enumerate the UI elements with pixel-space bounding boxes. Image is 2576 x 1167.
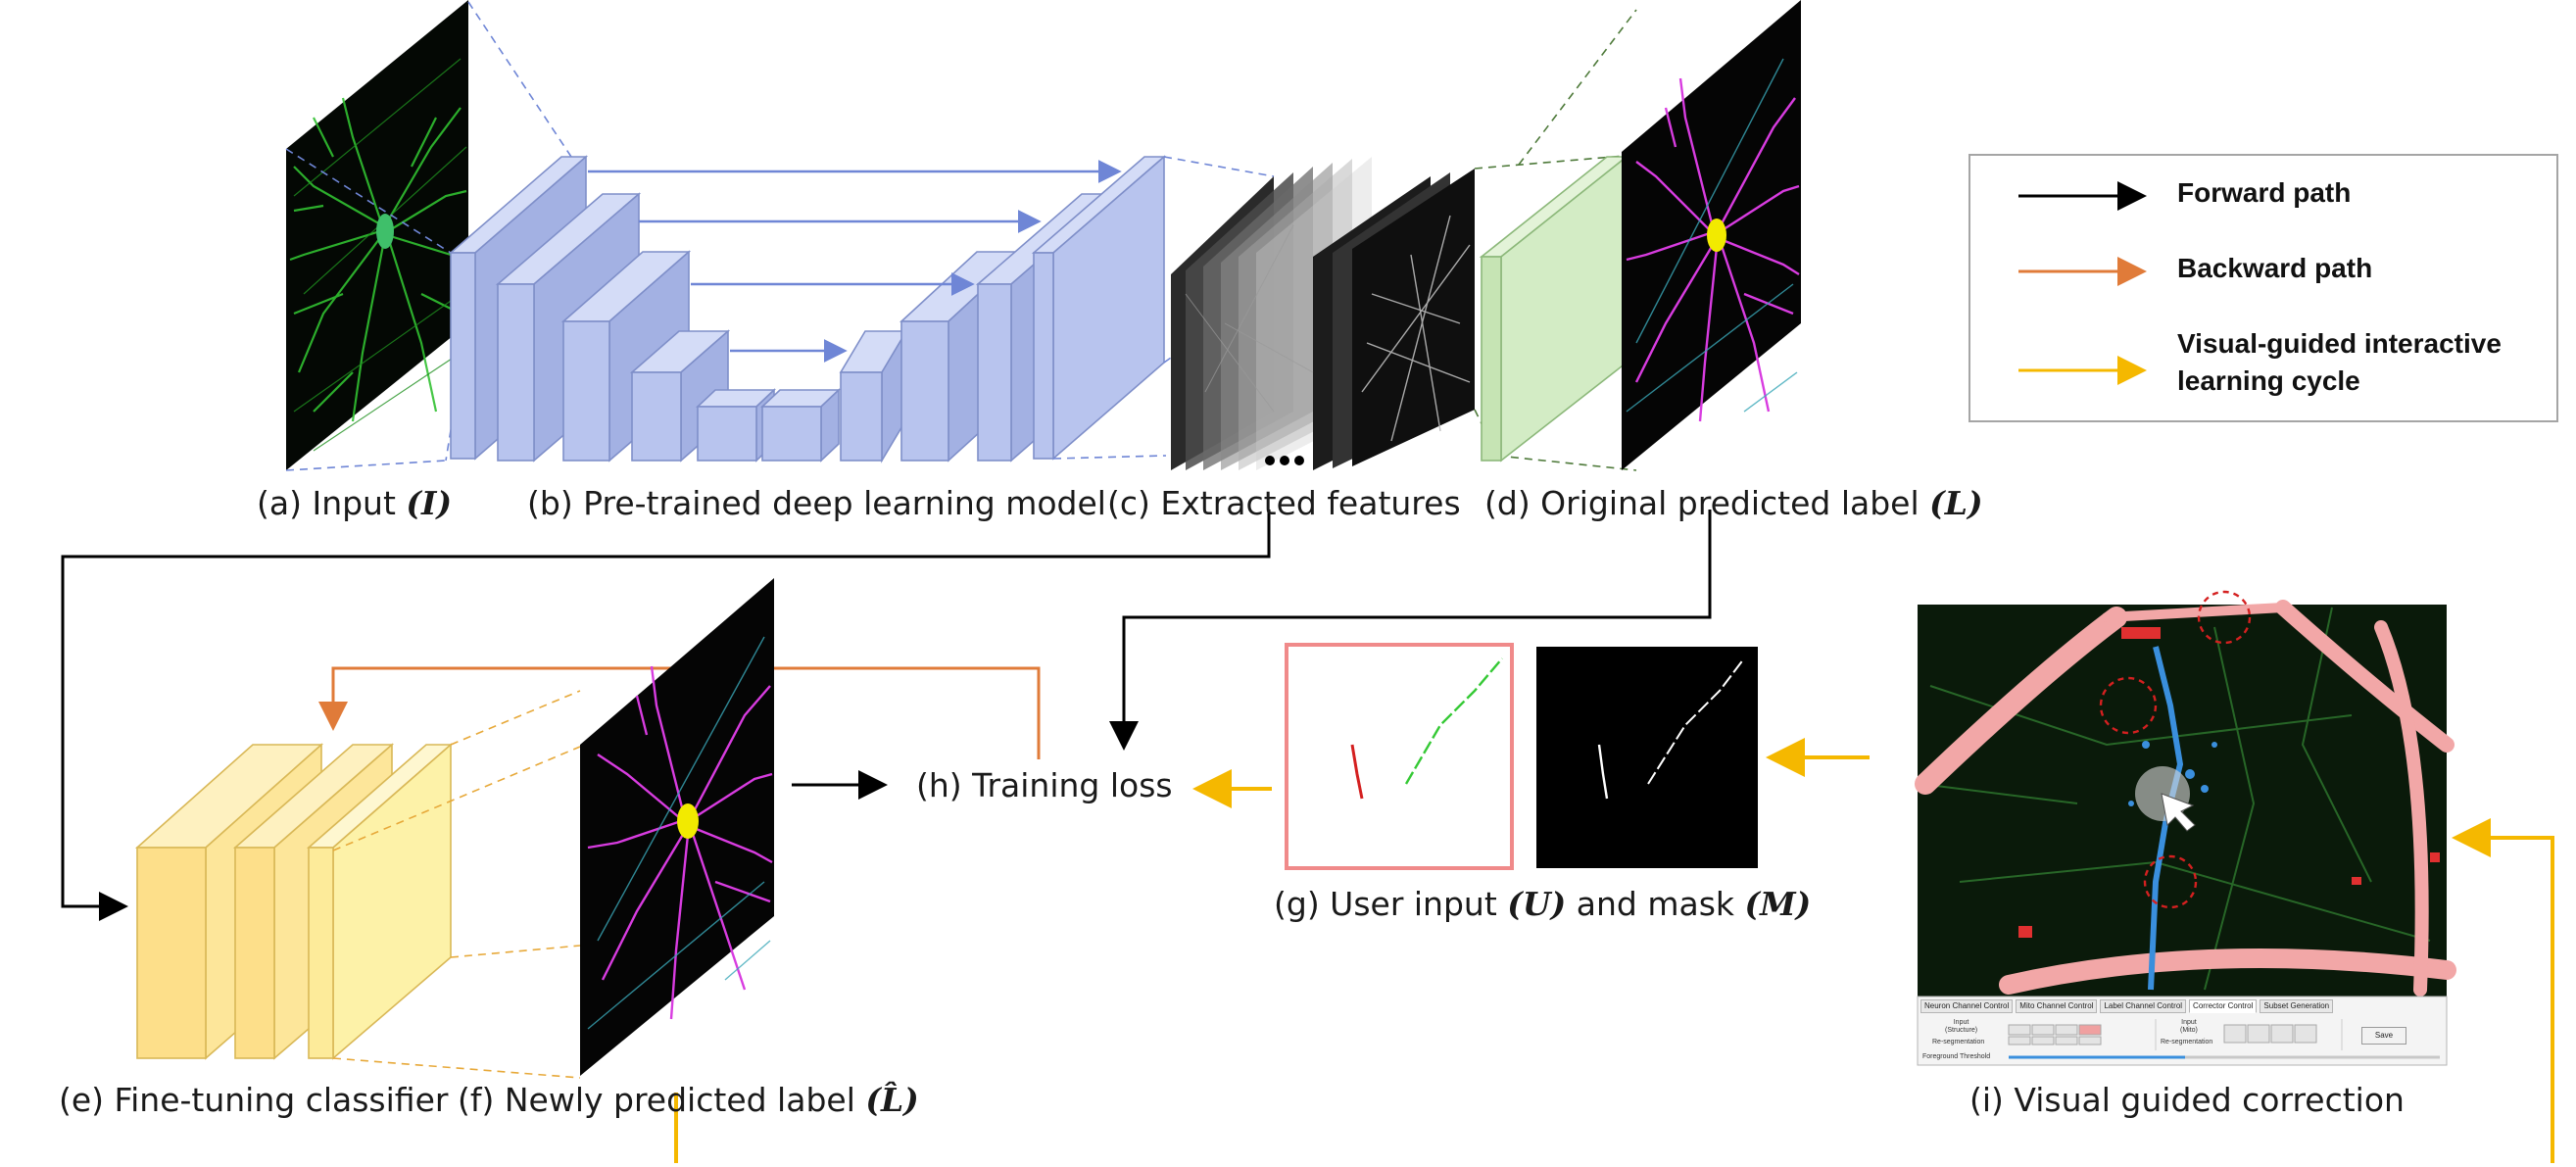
label-original-predicted-symbol: (L) <box>1929 484 1983 522</box>
legend-backward-label: Backward path <box>2177 253 2373 283</box>
label-newly-predicted-symbol: (L̂) <box>865 1081 919 1119</box>
skip-connections <box>588 160 1122 363</box>
fine-tuning-classifier <box>134 743 454 1060</box>
correction-ui-tabs: Neuron Channel Control Mito Channel Cont… <box>1920 999 2448 1013</box>
label-extracted-features: (c) Extracted features <box>1107 484 1461 522</box>
label-mask-symbol: (M) <box>1744 885 1812 923</box>
mask-image <box>1536 647 1758 868</box>
ui-foreground-threshold-label: Foreground Threshold <box>1922 1053 1991 1060</box>
label-visual-guided-correction: (i) Visual guided correction <box>1969 1081 2405 1119</box>
visual-correction-screenshot <box>1915 590 2456 1066</box>
ui-input-structure-label: Input (Structure) <box>1945 1019 1978 1034</box>
save-button[interactable]: Save <box>2361 1027 2406 1045</box>
ui-input-mito-label: Input (Mito) <box>2180 1019 2198 1034</box>
input-image <box>286 0 468 470</box>
label-user-input-text: (g) User input <box>1274 885 1508 923</box>
user-input-image <box>1285 643 1514 870</box>
new-predicted-label-image <box>580 578 774 1076</box>
label-training-loss: (h) Training loss <box>916 766 1173 804</box>
unet-model <box>448 155 1167 463</box>
label-newly-predicted-text: (f) Newly predicted label <box>458 1081 866 1119</box>
label-original-predicted-text: (d) Original predicted label <box>1484 484 1930 522</box>
label-user-input-mask: (g) User input (U) and mask (M) <box>1274 888 1811 920</box>
bottleneck-block-2 <box>759 388 842 462</box>
legend-cycle-label: Visual-guided interactive learning cycle <box>2177 325 2502 400</box>
decoder-block-1 <box>1031 155 1167 461</box>
label-user-input-symbol: (U) <box>1507 885 1567 923</box>
feature-stack <box>1171 157 1475 470</box>
label-fine-tuning-classifier: (e) Fine-tuning classifier <box>59 1081 449 1119</box>
ui-resegmentation-label: Re-segmentation <box>1932 1039 1985 1045</box>
tab-corrector-control[interactable]: Corrector Control <box>2189 999 2258 1013</box>
forward-path-arrows <box>61 510 1712 921</box>
label-mask-text: and mask <box>1566 885 1745 923</box>
label-input-text: (a) Input <box>257 484 407 522</box>
label-newly-predicted: (f) Newly predicted label (L̂) <box>458 1084 919 1116</box>
tab-neuron-channel-control[interactable]: Neuron Channel Control <box>1920 999 2014 1013</box>
legend-cycle-label-line1: Visual-guided interactive <box>2177 328 2502 359</box>
label-projection-block <box>1479 155 1629 462</box>
legend-cycle-label-line2: learning cycle <box>2177 365 2360 396</box>
label-pretrained-model: (b) Pre-trained deep learning model <box>527 484 1106 522</box>
decoder-block-4 <box>839 328 908 463</box>
tab-mito-channel-control[interactable]: Mito Channel Control <box>2016 999 2098 1013</box>
cycle-arrows <box>674 738 2554 1167</box>
tab-label-channel-control[interactable]: Label Channel Control <box>2100 999 2187 1013</box>
legend <box>1968 154 2558 422</box>
label-original-predicted: (d) Original predicted label (L) <box>1484 487 1983 519</box>
original-predicted-label-image <box>1622 0 1801 470</box>
label-input: (a) Input (I) <box>257 487 452 519</box>
tab-subset-generation[interactable]: Subset Generation <box>2260 999 2334 1013</box>
label-input-symbol: (I) <box>406 484 453 522</box>
legend-forward-label: Forward path <box>2177 177 2352 208</box>
ui-resegmentation-label-2: Re-segmentation <box>2161 1039 2213 1045</box>
